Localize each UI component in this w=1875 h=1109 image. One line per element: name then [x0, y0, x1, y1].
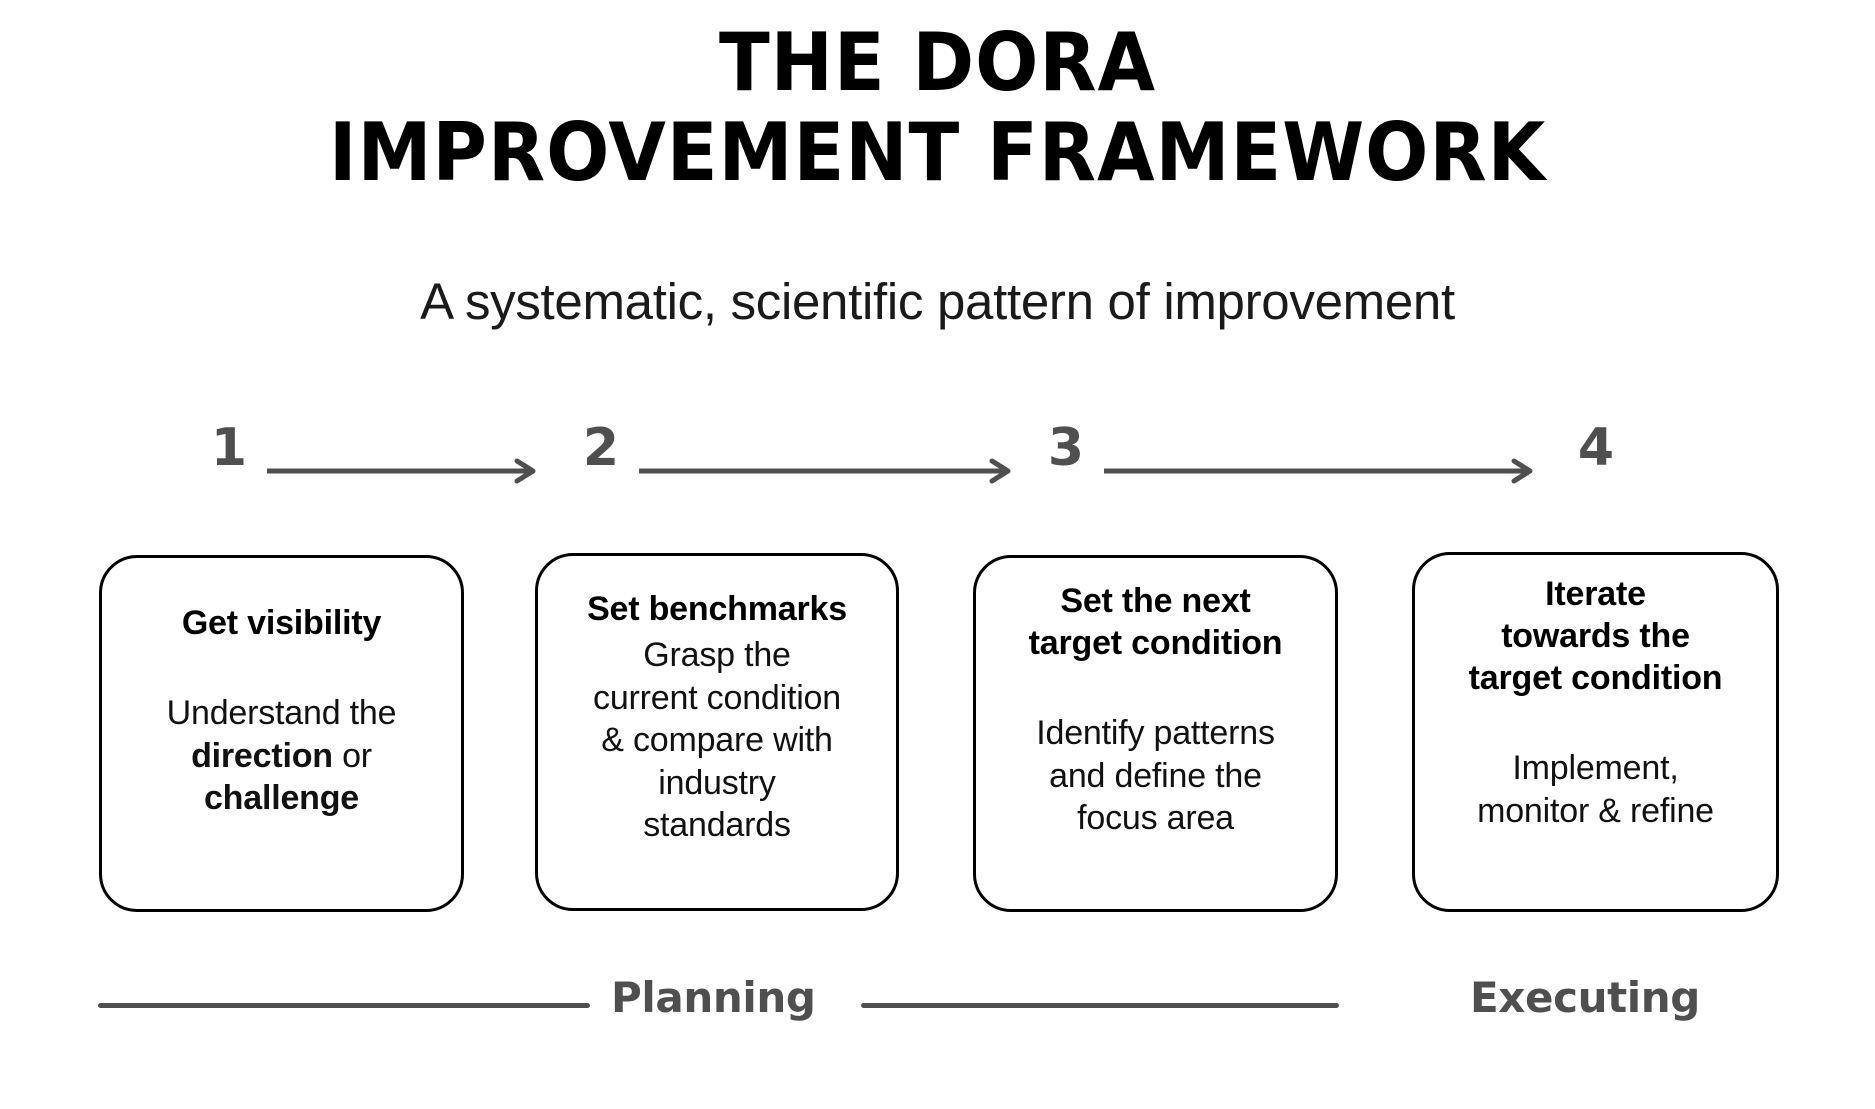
step-card-4-heading: Iterate towards the target condition	[1468, 575, 1723, 698]
step-number-3: 3	[1047, 418, 1085, 478]
step-card-4-body: Implement, monitor & refine	[1477, 749, 1714, 830]
title-line-2: IMPROVEMENT FRAMEWORK	[328, 105, 1547, 199]
phase-rail-line-left	[98, 1003, 590, 1008]
step-sequence: 1 2 3 4	[0, 418, 1875, 484]
step-number-2: 2	[582, 418, 620, 478]
step-card-1-emphasis-direction: direction	[191, 736, 333, 775]
step-number-1: 1	[210, 418, 248, 478]
step-card-2-heading: Set benchmarks	[587, 590, 847, 628]
step-card-1-emphasis-challenge: challenge	[203, 779, 360, 818]
step-card-1-body-mid: or	[342, 736, 372, 775]
step-card-4[interactable]: Iterate towards the target condition Imp…	[1412, 552, 1779, 912]
step-card-3-heading: Set the next target condition	[1028, 582, 1283, 663]
arrow-step-2-to-3	[639, 458, 1014, 484]
phase-rail-line-right	[861, 1003, 1339, 1008]
arrow-step-1-to-2	[267, 458, 539, 484]
page-subtitle: A systematic, scientific pattern of impr…	[420, 273, 1455, 330]
page-title: THE DORA IMPROVEMENT FRAMEWORK	[0, 18, 1875, 197]
step-card-3[interactable]: Set the next target condition Identify p…	[973, 555, 1338, 912]
phase-label-executing: Executing	[1470, 973, 1700, 1022]
phase-label-planning: Planning	[611, 973, 816, 1022]
step-card-2[interactable]: Set benchmarks Grasp the current conditi…	[535, 553, 899, 911]
arrow-step-3-to-4	[1104, 458, 1536, 484]
phase-rail: Planning Executing	[0, 973, 1875, 1055]
step-card-1-body: Understand the direction or challenge	[167, 692, 397, 820]
step-number-4: 4	[1577, 418, 1615, 478]
step-card-1[interactable]: Get visibility Understand the direction …	[99, 555, 464, 912]
step-card-1-body-pre: Understand the	[166, 694, 397, 733]
title-line-1: THE DORA	[718, 16, 1157, 109]
step-card-3-body: Identify patterns and define the focus a…	[1036, 714, 1275, 838]
step-card-2-body: Grasp the current condition & compare wi…	[593, 636, 841, 845]
step-card-1-heading: Get visibility	[181, 604, 382, 642]
